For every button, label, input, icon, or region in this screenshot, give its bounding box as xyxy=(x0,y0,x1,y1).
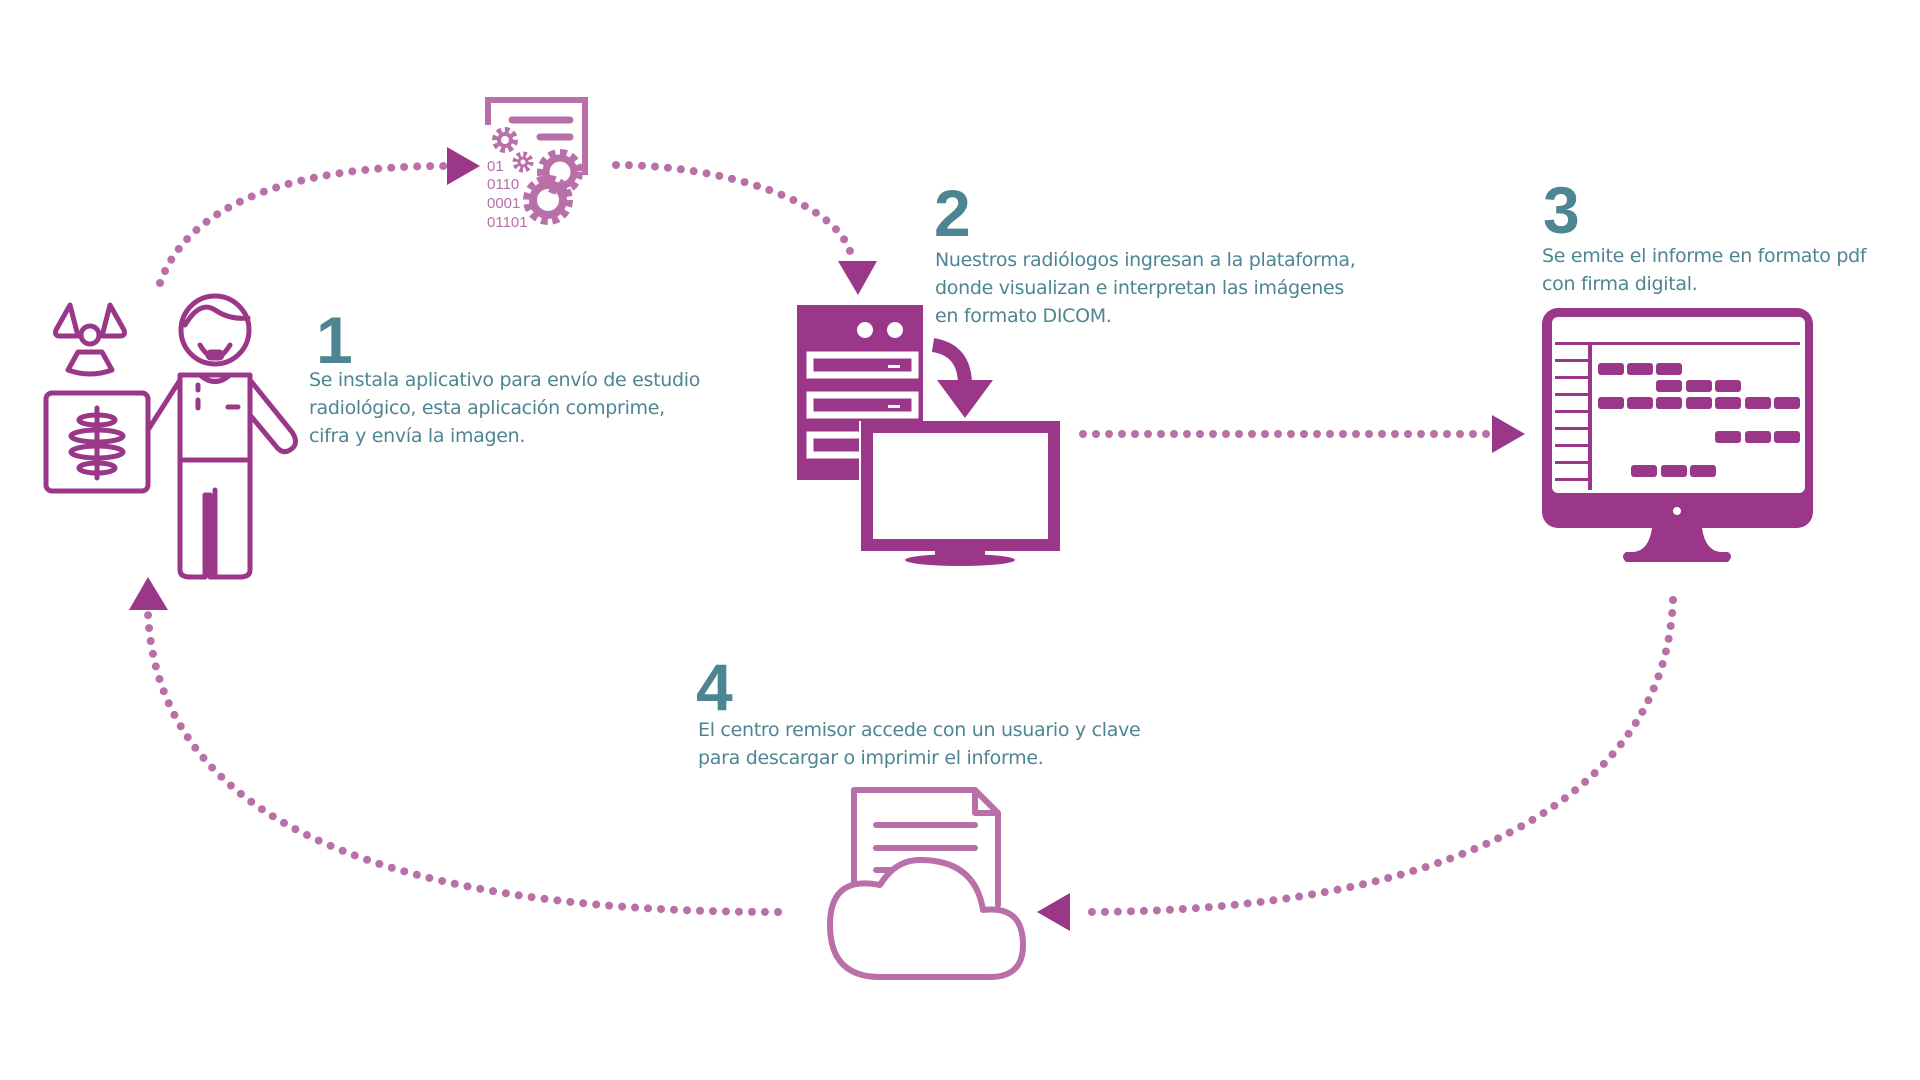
step-description: Se emite el informe en formato pdf con f… xyxy=(1542,242,1867,298)
connector-4-to-1 xyxy=(129,577,782,916)
report-chart xyxy=(1555,342,1800,490)
step-description-line: Se emite el informe en formato pdf xyxy=(1542,245,1867,267)
binary-line: 0001 xyxy=(487,195,520,212)
ribcage-icon xyxy=(68,405,126,481)
connector-3-to-4 xyxy=(1037,596,1677,931)
cloud-icon xyxy=(827,857,1026,980)
binary-line: 01 xyxy=(487,158,504,175)
step-description-line: con firma digital. xyxy=(1542,273,1698,295)
step-number: 4 xyxy=(696,650,733,724)
step-number: 1 xyxy=(316,303,353,377)
step-description-line: en formato DICOM. xyxy=(935,305,1112,327)
arrow-right-icon xyxy=(447,147,480,185)
server-to-monitor-icon xyxy=(797,305,1062,566)
step-number: 3 xyxy=(1543,173,1580,247)
curved-arrow-icon xyxy=(931,338,972,386)
step-description-line: Nuestros radiólogos ingresan a la plataf… xyxy=(935,249,1356,271)
step-description-line: radiológico, esta aplicación comprime, xyxy=(309,397,665,419)
software-gears-icon: 01 0110 0001 01101 xyxy=(485,97,588,231)
binary-line: 01101 xyxy=(487,214,528,231)
gear-icon xyxy=(492,127,583,225)
step-description-line: Se instala aplicativo para envío de estu… xyxy=(309,369,701,391)
arrow-right-icon xyxy=(1492,415,1525,453)
step-number: 2 xyxy=(934,176,971,250)
arrow-down-icon xyxy=(838,261,877,295)
step-description-line: para descargar o imprimir el informe. xyxy=(698,747,1044,769)
step-description: Nuestros radiólogos ingresan a la plataf… xyxy=(935,246,1356,330)
person-body-icon xyxy=(177,372,253,463)
step-description-line: cifra y envía la imagen. xyxy=(309,425,526,447)
radiologist-xray-icon xyxy=(43,293,298,580)
connector-2-to-3 xyxy=(1079,415,1525,453)
step-description-line: El centro remisor accede con un usuario … xyxy=(698,719,1141,741)
connector-software-to-2 xyxy=(612,161,877,295)
step-description-line: donde visualizan e interpretan las imáge… xyxy=(935,277,1344,299)
radiation-icon xyxy=(53,302,127,377)
connector-1-to-software xyxy=(156,147,480,287)
binary-line: 0110 xyxy=(487,176,519,193)
monitor-icon xyxy=(859,421,1062,566)
step-description: Se instala aplicativo para envío de estu… xyxy=(309,366,700,450)
step-description: El centro remisor accede con un usuario … xyxy=(698,716,1141,772)
arrow-left-icon xyxy=(1037,893,1070,931)
arrow-up-icon xyxy=(129,577,168,610)
monitor-report-icon xyxy=(1542,308,1813,562)
cloud-document-icon xyxy=(827,787,1026,980)
person-head-icon xyxy=(178,293,252,367)
